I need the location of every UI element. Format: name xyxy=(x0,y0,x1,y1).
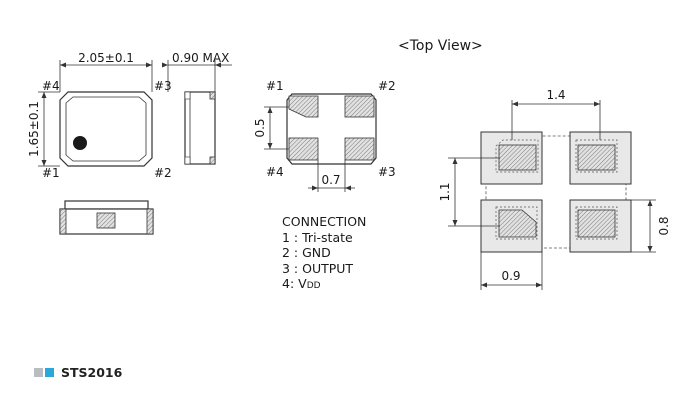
land-3 xyxy=(569,199,632,253)
package-width-dimension: 1.65±0.1 xyxy=(27,91,60,167)
land-pitch-vertical-label: 1.1 xyxy=(438,182,452,201)
land-pitch-horizontal-dimension: 1.4 xyxy=(511,88,601,140)
land-height-dimension: 0.8 xyxy=(631,199,671,253)
land-pitch-vertical-dimension: 1.1 xyxy=(438,157,500,227)
pad-pitch-horizontal-dimension: 0.7 xyxy=(308,160,355,192)
land-pitch-horizontal-label: 1.4 xyxy=(546,88,565,102)
pad-pitch-vertical-label: 0.5 xyxy=(253,118,267,137)
package-pin2-label: #2 xyxy=(154,166,172,180)
connection-row-3: 3 : OUTPUT xyxy=(282,260,354,276)
connection-row-4: 4: VDD xyxy=(282,276,321,291)
land-width-label: 0.9 xyxy=(501,269,520,283)
pin1-marker xyxy=(73,136,87,150)
connection-table: CONNECTION 1 : Tri-state 2 : GND 3 : OUT… xyxy=(282,214,366,295)
pad-pin2-label: #2 xyxy=(378,79,396,93)
pad-4 xyxy=(288,137,319,161)
package-front-view xyxy=(59,200,154,235)
pad-pin3-label: #3 xyxy=(378,165,396,179)
connection-heading: CONNECTION xyxy=(282,214,367,229)
footer: STS2016 xyxy=(34,365,122,380)
package-width-label: 1.65±0.1 xyxy=(27,101,41,157)
height-dimension: 0.90 MAX xyxy=(162,51,232,92)
package-pin3-label: #3 xyxy=(154,79,172,93)
package-pin1-label: #1 xyxy=(42,166,60,180)
land-2 xyxy=(569,131,632,185)
footer-label: STS2016 xyxy=(61,365,123,380)
pad-pitch-vertical-dimension: 0.5 xyxy=(253,106,289,150)
pad-pin1-label: #1 xyxy=(266,79,284,93)
package-top-view xyxy=(59,91,153,167)
package-side-view xyxy=(184,91,216,165)
pad-pin4-label: #4 xyxy=(266,165,284,179)
land-height-label: 0.8 xyxy=(657,216,671,235)
pad-2 xyxy=(344,95,375,118)
connection-row-1: 1 : Tri-state xyxy=(282,229,353,245)
pad-bottom-view xyxy=(286,93,377,165)
pad-3 xyxy=(344,137,375,161)
connection-row-2: 2 : GND xyxy=(282,245,331,260)
height-label: 0.90 MAX xyxy=(172,51,229,65)
land-pattern xyxy=(480,131,632,253)
footer-square-gray xyxy=(34,368,43,377)
package-length-dimension: 2.05±0.1 xyxy=(59,51,153,92)
package-pin4-label: #4 xyxy=(42,79,60,93)
footer-square-blue xyxy=(45,368,54,377)
package-length-label: 2.05±0.1 xyxy=(78,51,134,65)
pad-pitch-horizontal-label: 0.7 xyxy=(321,173,340,187)
top-view-title: <Top View> xyxy=(398,38,483,54)
land-width-dimension: 0.9 xyxy=(480,252,543,290)
